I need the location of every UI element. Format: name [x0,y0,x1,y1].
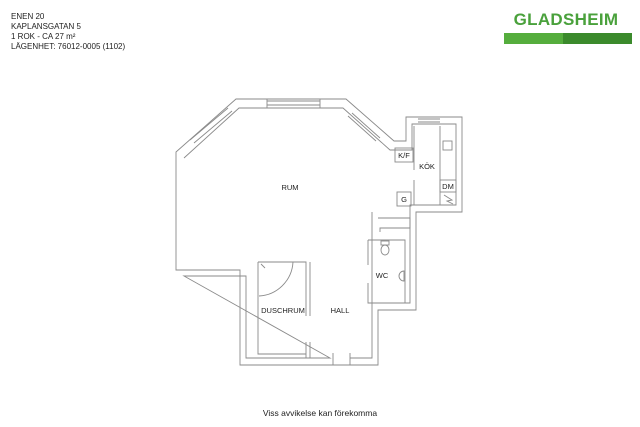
logo-bar [504,33,632,44]
property-name: ENEN 20 [11,12,45,21]
disclaimer: Viss avvikelse kan förekomma [262,408,378,418]
room-label-duschrum: DUSCHRUM [261,306,305,315]
room-label-dm: DM [442,182,454,191]
room-label-hall: HALL [331,306,350,315]
gladsheim-logo: GLADSHEIM [502,10,637,44]
room-label-g: G [401,195,407,204]
room-label-kok: KÖK [419,162,435,171]
logo-text: GLADSHEIM [513,10,619,29]
room-label-wc: WC [376,271,389,280]
property-info: ENEN 20 KAPLANSGATAN 5 1 ROK - CA 27 m² … [11,12,125,52]
room-label-kf: K/F [398,151,410,160]
address: KAPLANSGATAN 5 [11,22,81,31]
apartment-number: LÄGENHET: 76012-0005 (1102) [11,42,126,51]
apartment-size: 1 ROK - CA 27 m² [11,32,76,41]
room-label-rum: RUM [281,183,298,192]
